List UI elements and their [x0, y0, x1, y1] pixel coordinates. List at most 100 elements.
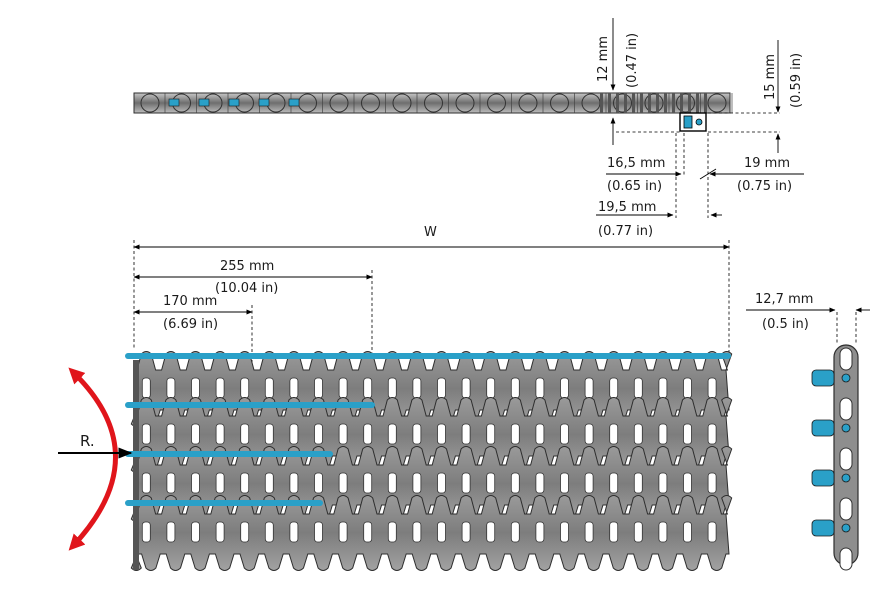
side-rod	[168, 98, 180, 107]
side-rib	[664, 93, 667, 113]
belt-slot	[683, 377, 692, 399]
belt-slot	[141, 423, 151, 445]
belt-slot	[560, 472, 569, 494]
belt-slot	[264, 521, 274, 543]
belt-slot	[683, 472, 692, 494]
belt-slot	[191, 472, 200, 494]
radius-label: R.	[80, 432, 95, 450]
belt-slot	[191, 377, 200, 399]
side-rib	[632, 93, 635, 113]
belt-slot	[314, 472, 323, 494]
dim-195-metric: 19,5 mm	[598, 200, 656, 215]
belt-slot	[314, 521, 323, 543]
belt-rows	[130, 351, 733, 571]
side-module	[455, 93, 475, 113]
belt-slot	[264, 377, 274, 399]
side-rod	[228, 98, 240, 107]
belt-slot	[338, 472, 348, 494]
belt-slot	[412, 472, 422, 494]
belt-slot	[658, 377, 668, 399]
side-module	[329, 93, 349, 113]
belt-slot	[437, 377, 446, 399]
belt-slot	[461, 423, 471, 445]
belt-slot	[412, 521, 422, 543]
dim-165-imperial: (0.65 in)	[607, 179, 662, 194]
belt-slot	[141, 377, 151, 399]
side-rib	[624, 93, 627, 113]
side-module	[676, 93, 695, 113]
side-rib	[688, 93, 691, 113]
belt-slot	[141, 521, 151, 543]
belt-slot	[609, 377, 619, 399]
belt-slot	[560, 521, 569, 543]
belt-slot	[658, 423, 668, 445]
side-rib	[600, 93, 603, 113]
belt-slot	[486, 521, 496, 543]
belt-row	[130, 495, 733, 571]
belt-slot	[584, 377, 594, 399]
side-module	[518, 93, 538, 113]
dim-255-metric: 255 mm	[220, 259, 274, 274]
side-module	[707, 93, 727, 113]
edge-rod-end	[841, 473, 851, 483]
belt-slot	[387, 521, 397, 543]
belt-slot	[510, 377, 520, 399]
belt-slot	[240, 423, 250, 445]
belt-slot	[215, 521, 225, 543]
belt-slot	[535, 377, 545, 399]
belt-slot	[314, 423, 323, 445]
radius-indicator: R.	[58, 367, 133, 551]
side-module	[644, 93, 664, 113]
side-module	[361, 93, 380, 113]
belt-slot	[535, 423, 545, 445]
side-module	[424, 93, 443, 113]
belt-slot	[166, 423, 176, 445]
side-rib	[616, 93, 619, 113]
edge-link-slot	[839, 397, 853, 421]
dim-12-imperial: (0.47 in)	[625, 33, 640, 88]
side-rib	[608, 93, 611, 113]
side-module	[613, 93, 632, 113]
belt-slot	[461, 472, 471, 494]
belt-slot	[486, 423, 496, 445]
belt-slot	[166, 377, 176, 399]
belt-slot	[584, 423, 594, 445]
hinge-rods	[125, 353, 731, 506]
side-module	[487, 93, 506, 113]
belt-slot	[215, 472, 225, 494]
belt-slot	[633, 472, 643, 494]
dim-edge-offsets: 16,5 mm (0.65 in) 19 mm (0.75 in) 19,5 m…	[596, 133, 804, 239]
dim-170-metric: 170 mm	[163, 294, 217, 309]
belt-slot	[707, 472, 717, 494]
belt-slot	[437, 521, 446, 543]
belt-slot	[609, 423, 619, 445]
edge-link-slot	[839, 497, 853, 521]
side-module	[550, 93, 569, 113]
side-rib	[704, 93, 707, 113]
side-rib	[680, 93, 683, 113]
belt-slot	[609, 472, 619, 494]
belt-slot	[412, 377, 422, 399]
belt-slot	[387, 423, 397, 445]
belt-slot	[486, 472, 496, 494]
side-rib	[672, 93, 675, 113]
side-rib	[648, 93, 651, 113]
belt-slot	[289, 423, 299, 445]
belt-slot	[191, 521, 200, 543]
belt-slot	[633, 377, 643, 399]
side-rod	[198, 98, 210, 107]
edge-rod-cap	[811, 369, 835, 387]
dim-15-imperial: (0.59 in)	[789, 53, 804, 108]
belt-slot	[461, 377, 471, 399]
belt-slot	[486, 377, 496, 399]
belt-slot	[289, 377, 299, 399]
belt-slot	[264, 423, 274, 445]
dim-span-170: 170 mm (6.69 in)	[133, 294, 253, 405]
belt-left-edge	[133, 360, 139, 570]
radius-arc	[68, 367, 118, 551]
side-rod	[288, 98, 300, 107]
belt-slot	[707, 423, 717, 445]
dim-w-label: W	[424, 225, 437, 240]
belt-slot	[510, 521, 520, 543]
belt-slot	[510, 472, 520, 494]
